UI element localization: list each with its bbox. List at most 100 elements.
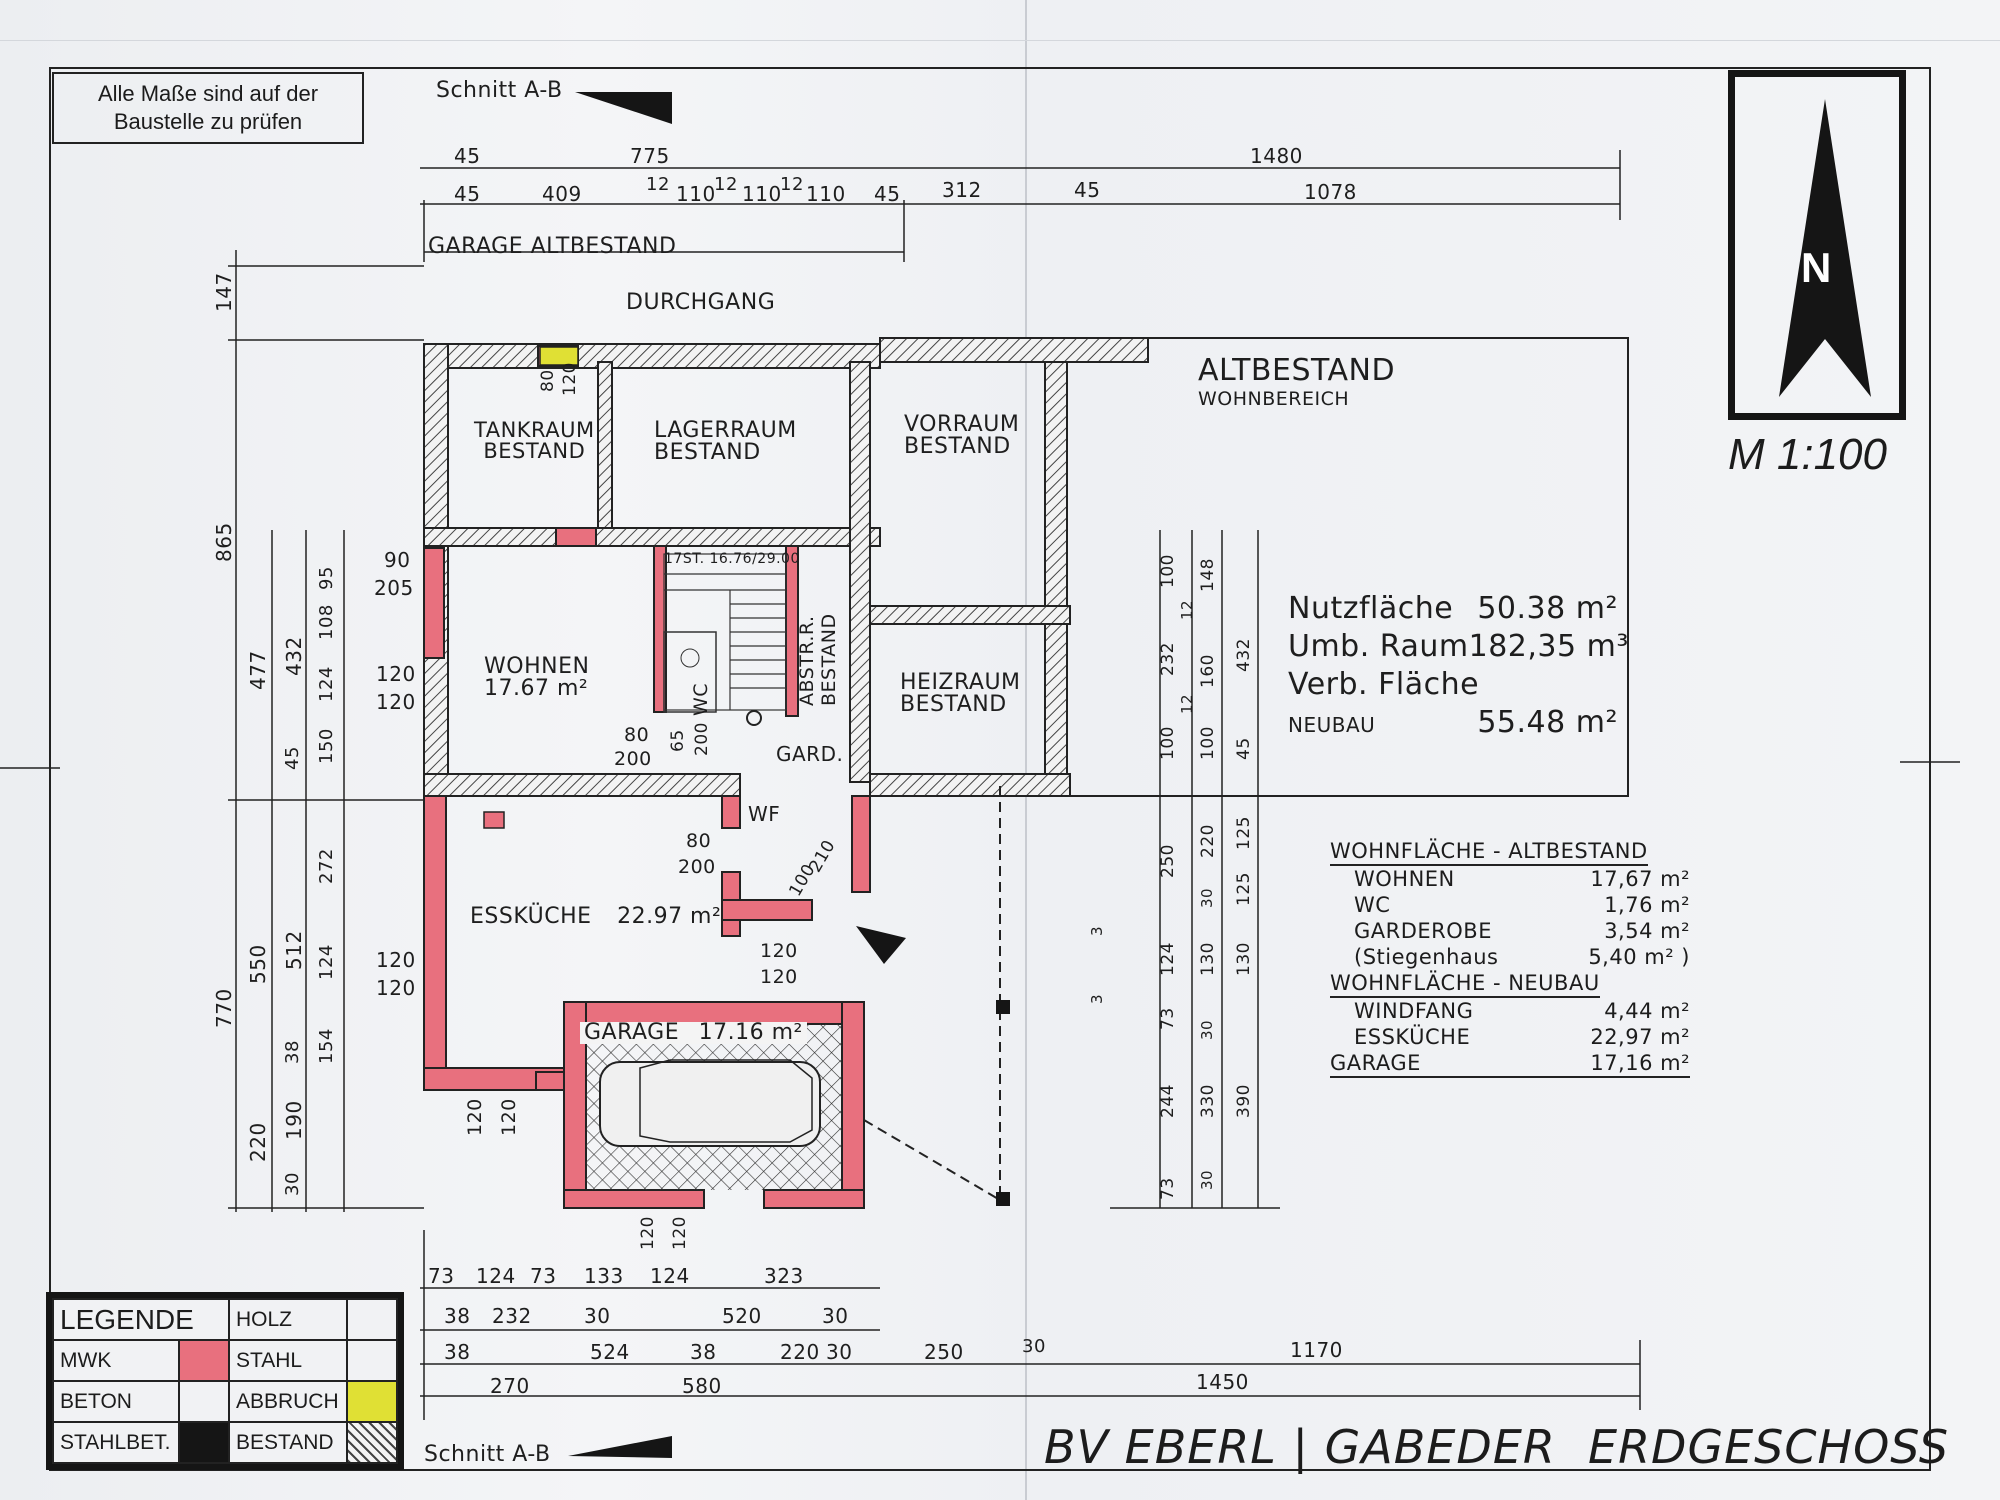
legend-swatch-mwk xyxy=(177,1339,230,1382)
dim-label: 38 xyxy=(282,1040,303,1064)
dim-label: 124 xyxy=(1158,942,1178,976)
area-row-label: (Stiegenhaus xyxy=(1354,945,1499,969)
dim-label: 120 xyxy=(760,966,798,988)
dim-label: 147 xyxy=(212,272,236,312)
dimension-lines xyxy=(0,150,1960,1420)
garderobe-label: GARD. xyxy=(776,742,844,766)
room-esskueche: ESSKÜCHE 22.97 m² xyxy=(470,906,721,928)
wohnen-area: 17.67 m² xyxy=(484,676,589,701)
dim-label: 120 xyxy=(376,690,416,714)
altbestand-name: ALTBESTAND xyxy=(1198,353,1396,388)
paper-fold xyxy=(1025,0,1027,1500)
tankraum-status: BESTAND xyxy=(483,439,586,463)
legend-table: LEGENDE HOLZ MWK STAHL BETON ABBRUCH STA… xyxy=(46,1292,404,1470)
dim-label: 272 xyxy=(316,848,337,884)
dim-label: 125 xyxy=(1234,872,1254,906)
room-heizraum: HEIZRAUM BESTAND xyxy=(900,672,1021,716)
legend-swatch-abbruch xyxy=(346,1380,398,1423)
legend-label: MWK xyxy=(52,1339,180,1382)
dim-label: 45 xyxy=(282,746,303,770)
lagerraum-status: BESTAND xyxy=(654,440,761,465)
dim-label: 200 xyxy=(692,722,712,756)
dim-label: 12 xyxy=(1178,599,1196,620)
area-row-value: 4,44 m² xyxy=(1604,999,1690,1023)
dim-label: 120 xyxy=(464,1098,486,1136)
legend-label: BESTAND xyxy=(227,1421,349,1464)
dim-label: 3 xyxy=(1088,925,1106,936)
dim-label: 130 xyxy=(1234,942,1254,976)
summary-label-neubau: NEUBAU xyxy=(1288,713,1376,737)
garage-area: 17.16 m² xyxy=(698,1020,803,1045)
scale-label: M 1:100 xyxy=(1728,430,1887,479)
dim-label: 244 xyxy=(1158,1084,1178,1118)
summary-label-verbaute-flaeche: Verb. Fläche xyxy=(1288,667,1480,702)
dim-label: 390 xyxy=(1234,1084,1254,1118)
sheet-border xyxy=(49,67,1931,1471)
dim-label: 150 xyxy=(316,728,337,764)
altbestand-area-title: WOHNFLÄCHE - ALTBESTAND xyxy=(1330,838,1648,866)
dim-label: 220 xyxy=(780,1340,820,1364)
dim-label: 100 xyxy=(1158,726,1178,760)
abstr-name: ABSTR.R. xyxy=(796,615,818,707)
dim-label: 120 xyxy=(760,940,798,962)
heizraum-name: HEIZRAUM xyxy=(900,670,1021,695)
dim-label: 108 xyxy=(316,604,337,640)
dim-label: 432 xyxy=(282,636,306,676)
dim-label: 95 xyxy=(316,566,337,590)
dim-label: 124 xyxy=(650,1264,690,1288)
tankraum-name: TANKRAUM xyxy=(474,418,595,442)
summary-value-neubau: 55.48 m² xyxy=(1477,705,1618,740)
dim-label: 148 xyxy=(1198,558,1218,592)
dim-label: 200 xyxy=(678,856,716,878)
area-row-label: WC xyxy=(1354,893,1391,917)
dim-label: 30 xyxy=(1022,1336,1046,1357)
summary-label-umbauter-raum: Umb. Raum xyxy=(1288,629,1469,664)
dim-label: 160 xyxy=(1198,654,1218,688)
dim-label: 330 xyxy=(1198,1084,1218,1118)
dim-label: 110 xyxy=(676,182,716,206)
area-row-label: GARAGE xyxy=(1330,1051,1421,1075)
dim-label: 65 xyxy=(668,729,688,752)
dim-label: 90 xyxy=(384,548,411,572)
altbestand-use: WOHNBEREICH xyxy=(1198,388,1350,410)
dim-label: 73 xyxy=(1158,1177,1178,1200)
dim-label: 865 xyxy=(212,522,236,562)
dim-label: 220 xyxy=(1198,824,1218,858)
dim-label: 45 xyxy=(1234,737,1254,760)
dim-label: 1480 xyxy=(1250,144,1303,168)
area-row-label: ESSKÜCHE xyxy=(1354,1025,1471,1049)
garage-name: GARAGE xyxy=(584,1020,680,1045)
dim-label: 524 xyxy=(590,1340,630,1364)
dim-label: 550 xyxy=(246,944,270,984)
dim-label: 270 xyxy=(490,1374,530,1398)
dim-label: 30 xyxy=(282,1172,303,1196)
legend-title: LEGENDE xyxy=(52,1298,230,1341)
dim-label: 409 xyxy=(542,182,582,206)
dim-label: 120 xyxy=(376,948,416,972)
dim-label: 110 xyxy=(742,182,782,206)
area-row-value: 5,40 m² ) xyxy=(1588,945,1690,969)
dim-label: 250 xyxy=(924,1340,964,1364)
dim-label: 45 xyxy=(454,144,481,168)
dim-label: 1170 xyxy=(1290,1338,1343,1362)
section-cut-label-bottom: Schnitt A-B xyxy=(424,1442,551,1467)
dim-label: 232 xyxy=(1158,642,1178,676)
area-row-label: WOHNEN xyxy=(1354,867,1455,891)
dim-label: 125 xyxy=(1234,816,1254,850)
notice-line-2: Baustelle zu prüfen xyxy=(113,109,303,134)
dim-label: 100 xyxy=(1158,554,1178,588)
dim-label: 520 xyxy=(722,1304,762,1328)
garage-altbestand-label: GARAGE ALTBESTAND xyxy=(428,234,677,259)
project-title: BV EBERL | GABEDER xyxy=(1044,1420,1556,1474)
windfang-label: WF xyxy=(748,802,781,826)
floor-title: ERDGESCHOSS xyxy=(1588,1420,1950,1474)
legend-label: HOLZ xyxy=(227,1298,349,1341)
north-arrow-box: N xyxy=(1728,70,1906,420)
entrance-arrow xyxy=(856,926,906,964)
esskueche-area: 22.97 m² xyxy=(617,904,722,929)
stairs xyxy=(663,553,787,711)
dim-label: 3 xyxy=(1088,993,1106,1004)
area-row-label: WINDFANG xyxy=(1354,999,1474,1023)
dim-label: 12 xyxy=(1178,693,1196,714)
